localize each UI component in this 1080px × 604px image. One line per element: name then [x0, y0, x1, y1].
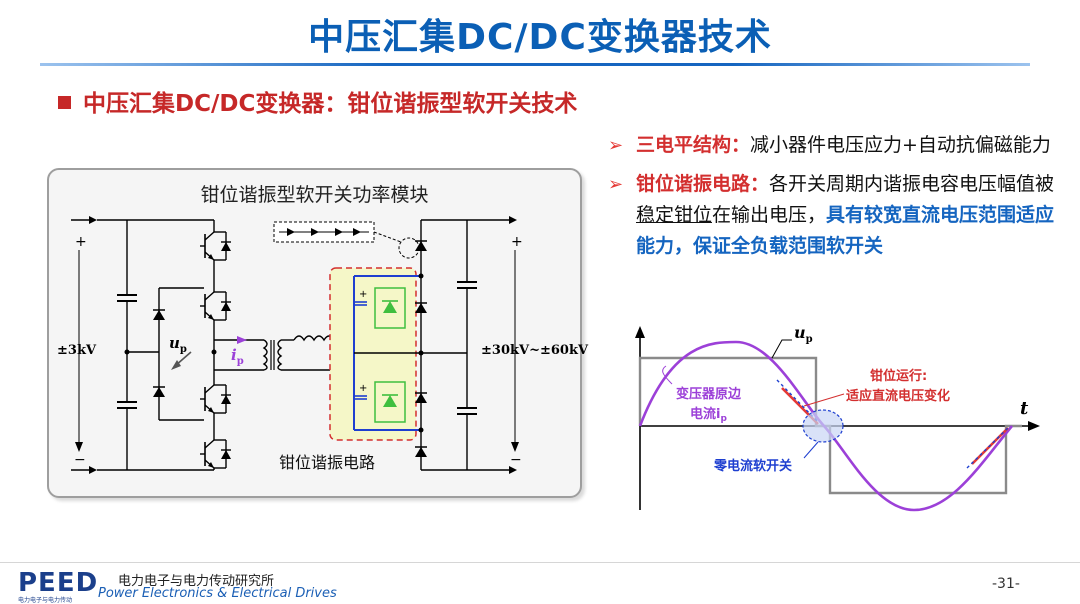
input-voltage-label: ±3kV — [57, 343, 97, 358]
current-annotation-line2: 电流ip — [690, 406, 727, 424]
arrow-bullet-icon: ➢ — [608, 174, 624, 195]
arrow-bullet-icon: ➢ — [608, 135, 624, 156]
output-minus-sign: − — [510, 452, 522, 468]
output-plus-sign: + — [511, 234, 523, 250]
output-voltage-label: ±30kV~±60kV — [481, 343, 589, 358]
current-annotation-line1: 变压器原边 — [676, 386, 742, 402]
circuit-title: 钳位谐振型软开关功率模块 — [200, 184, 429, 206]
subtitle-text: 中压汇集DC/DC变换器：钳位谐振型软开关技术 — [83, 91, 578, 117]
bullet-list: ➢ 三电平结构：减小器件电压应力+自动抗偏磁能力 ➢ 钳位谐振电路：各开关周期内… — [606, 130, 1068, 270]
bullet-three-level: ➢ 三电平结构：减小器件电压应力+自动抗偏磁能力 — [606, 130, 1068, 161]
section-subtitle: 中压汇集DC/DC变换器：钳位谐振型软开关技术 — [58, 84, 577, 118]
circuit-panel: 钳位谐振型软开关功率模块 — [47, 168, 589, 498]
peed-logo: PEED — [18, 568, 99, 598]
clamp-annotation-line2: 适应直流电压变化 — [846, 388, 950, 404]
page-title: 中压汇集DC/DC变换器技术 — [308, 17, 772, 58]
zcs-annotation: 零电流软开关 — [713, 458, 792, 474]
bullet-square-icon — [58, 96, 71, 109]
resonant-circuit-label: 钳位谐振电路 — [279, 453, 375, 472]
waveform-up-label: up — [794, 323, 813, 345]
up-label: up — [169, 334, 187, 355]
time-axis-label: t — [1020, 398, 1029, 419]
input-plus-sign: + — [75, 234, 87, 250]
bullet-label: 钳位谐振电路： — [636, 173, 770, 195]
title-divider — [40, 63, 1030, 66]
bullet-clamp-resonant: ➢ 钳位谐振电路：各开关周期内谐振电容电压幅值被稳定钳位在输出电压，具有较宽直流… — [606, 169, 1068, 262]
bullet-text-underline: 稳定钳位 — [636, 204, 713, 226]
footer-divider — [0, 562, 1080, 563]
svg-text:+: + — [359, 383, 367, 394]
bullet-label: 三电平结构： — [636, 134, 751, 156]
waveform-diagram: t up 变压器原边 电流ip 钳位运行: 适应直流电压变化 零电流软开关 — [635, 323, 1040, 512]
institute-name-cn: 电力电子与电力传动研究所 — [118, 574, 275, 589]
logo-subtext: 电力电子与电力传动 — [18, 597, 73, 604]
circuit-diagram: + − ±3kV up — [57, 216, 589, 474]
ip-label: ip — [231, 346, 244, 367]
clamp-annotation-line1: 钳位运行: — [870, 368, 927, 384]
page-number: -31- — [992, 576, 1020, 592]
bullet-text: 减小器件电压应力+自动抗偏磁能力 — [750, 134, 1051, 156]
bullet-text-b: 在输出电压， — [712, 204, 827, 226]
bullet-text-a: 各开关周期内谐振电容电压幅值被 — [769, 173, 1055, 195]
bullet-text-highlight: 具有较宽直流电压范围适应能力，保证全负载范围软开关 — [636, 204, 1055, 257]
institute-name-en: Power Electronics & Electrical Drives — [98, 586, 337, 601]
input-minus-sign: − — [74, 452, 86, 468]
svg-text:+: + — [359, 289, 367, 300]
